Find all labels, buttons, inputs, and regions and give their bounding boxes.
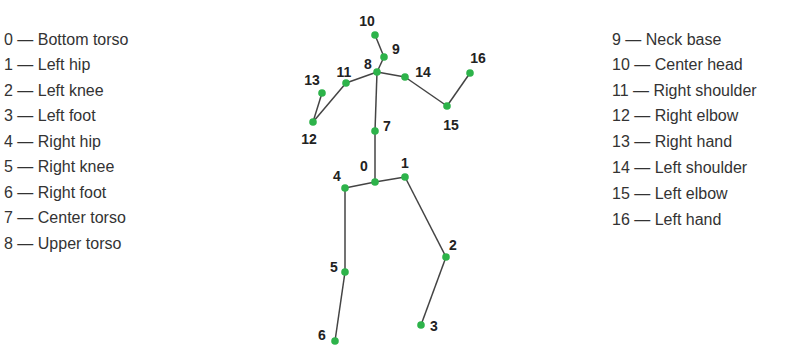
legend-entry: 4 — Right hip bbox=[4, 132, 101, 152]
callout-number: 6 bbox=[318, 327, 326, 343]
legend-entry: 0 — Bottom torso bbox=[4, 30, 129, 50]
callout-number: 4 bbox=[333, 168, 341, 184]
callout-number: 16 bbox=[470, 50, 486, 66]
callout-number: 12 bbox=[301, 131, 317, 147]
legend-entry: 2 — Left knee bbox=[4, 81, 104, 101]
legend-entry: 8 — Upper torso bbox=[4, 234, 121, 254]
legend-entry: 6 — Right foot bbox=[4, 183, 106, 203]
callout-number: 8 bbox=[364, 56, 372, 72]
callout-number: 14 bbox=[415, 64, 431, 80]
legend-entry: 16 — Left hand bbox=[612, 210, 721, 230]
legend-entry: 3 — Left foot bbox=[4, 106, 96, 126]
callout-number: 10 bbox=[359, 13, 375, 29]
legend-entry: 14 — Left shoulder bbox=[612, 158, 747, 178]
legend-entry: 12 — Right elbow bbox=[612, 106, 738, 126]
callout-number: 3 bbox=[430, 318, 438, 334]
legend-entry: 7 — Center torso bbox=[4, 208, 126, 228]
legend-entry: 10 — Center head bbox=[612, 55, 743, 75]
callout-number: 5 bbox=[330, 259, 338, 275]
callout-number: 1 bbox=[401, 155, 409, 171]
callout-number: 9 bbox=[392, 41, 400, 57]
legend-entry: 15 — Left elbow bbox=[612, 184, 728, 204]
legend-entry: 5 — Right knee bbox=[4, 157, 114, 177]
legend-entry: 13 — Right hand bbox=[612, 132, 732, 152]
callout-number: 7 bbox=[383, 118, 391, 134]
joints bbox=[309, 31, 474, 345]
legend-entry: 9 — Neck base bbox=[612, 30, 721, 50]
callout-number: 13 bbox=[304, 72, 320, 88]
legend-entry: 1 — Left hip bbox=[4, 55, 90, 75]
legend-entry: 11 — Right shoulder bbox=[612, 81, 757, 101]
callout-number: 11 bbox=[337, 64, 352, 80]
callout-number: 15 bbox=[443, 117, 459, 133]
callout-number: 2 bbox=[449, 237, 457, 253]
bones bbox=[313, 35, 470, 341]
callout-number: 0 bbox=[360, 158, 368, 174]
